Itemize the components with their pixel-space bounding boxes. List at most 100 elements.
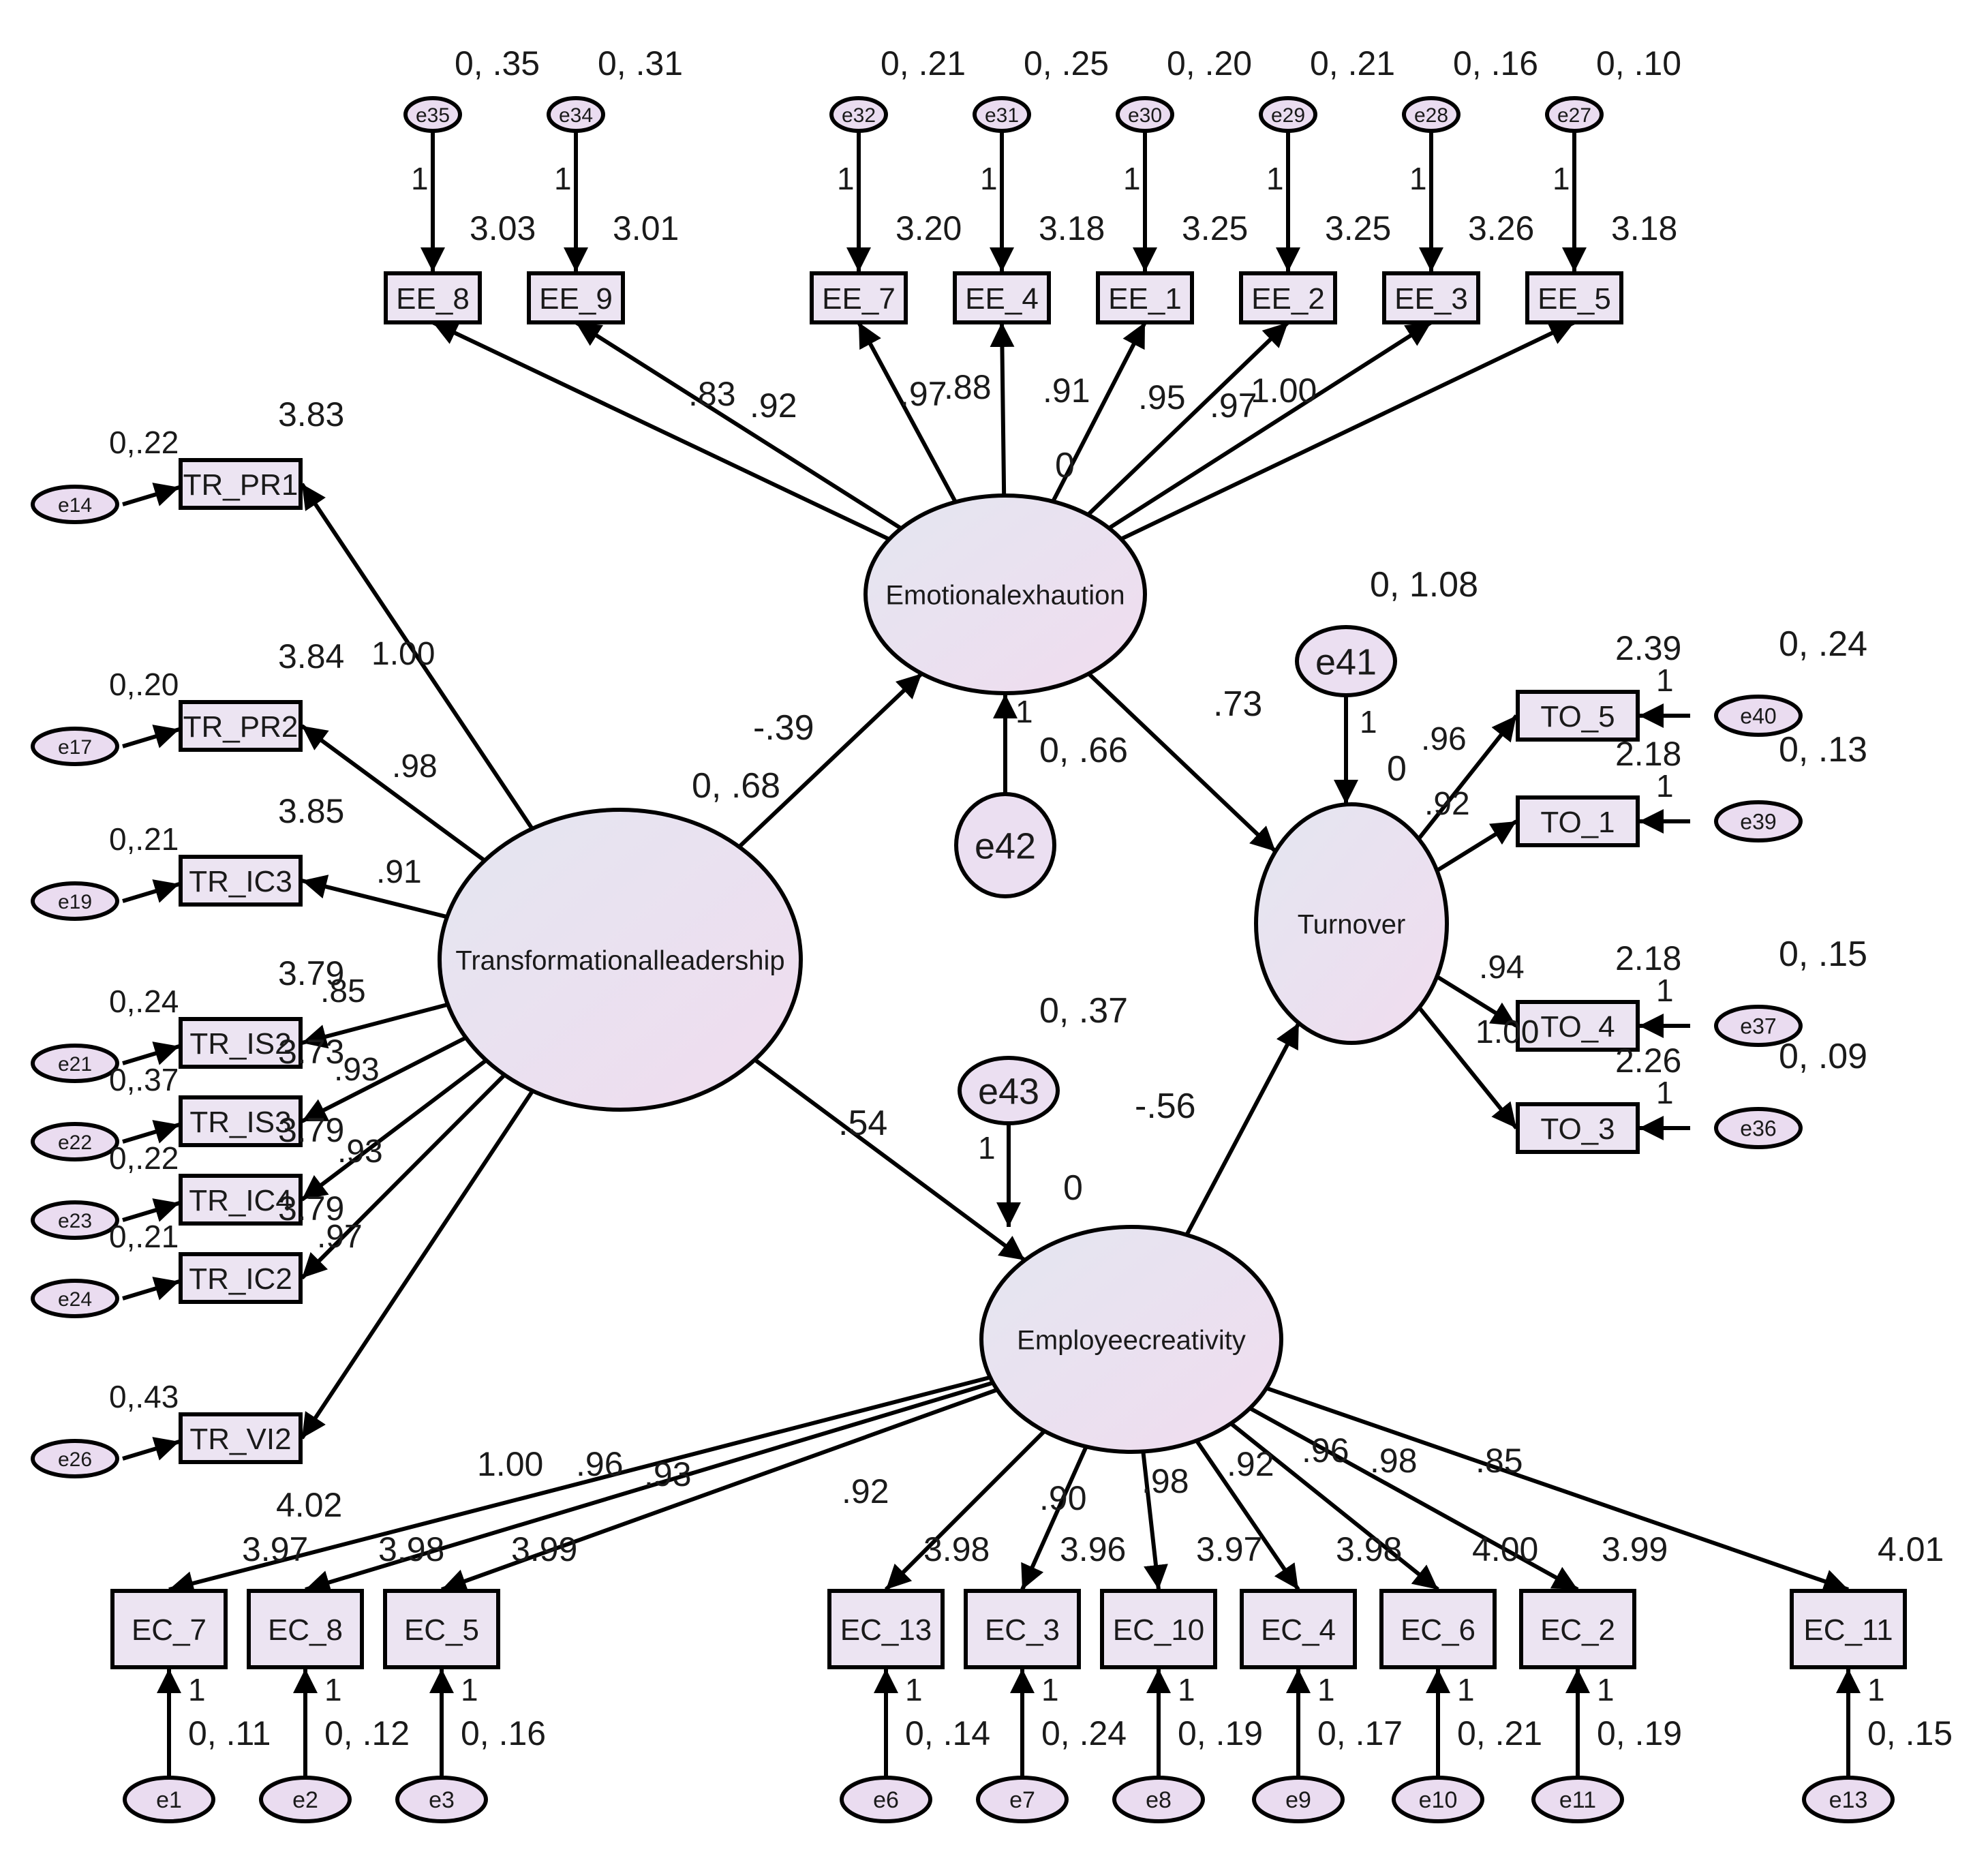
- error-ee-4: [1116, 96, 1174, 133]
- loading-ec-0: [168, 1375, 991, 1596]
- indicator-ec-7: [1379, 1589, 1497, 1669]
- indicator-ec-5-label: EC_10: [1113, 1613, 1205, 1647]
- error-tl-1: [31, 727, 119, 766]
- error-variance-tl-1: 0,.20: [109, 667, 179, 702]
- intercept-tl-3: 3.79: [278, 954, 344, 992]
- error-tl-2-label: e19: [58, 891, 92, 913]
- loading-ee-5: [1086, 320, 1290, 517]
- indicator-ee-1-label: EE_9: [539, 282, 613, 316]
- error-tl-6-label: e24: [58, 1288, 92, 1311]
- path-tl-ee: [737, 672, 923, 849]
- weight-ec-7: 1: [1457, 1672, 1475, 1707]
- indicator-ec-1: [247, 1589, 364, 1669]
- weight-ec-8: 1: [1597, 1672, 1615, 1707]
- loading-label-ee-7: 1.00: [1251, 371, 1317, 410]
- loading-ec-9: [1266, 1386, 1849, 1594]
- error-ee-2: [829, 96, 888, 133]
- loading-tl-0: [300, 483, 534, 830]
- indicator-ec-1-label: EC_8: [268, 1613, 343, 1647]
- error-ec-0-label: e1: [156, 1787, 182, 1813]
- error-tl-4: [31, 1122, 119, 1161]
- intercept-to-3: 2.26: [1615, 1042, 1681, 1080]
- error-path-tl-3: [122, 1042, 180, 1065]
- indicator-tl-6: [179, 1252, 303, 1304]
- path-label-ec-to: -.56: [1135, 1086, 1196, 1126]
- latent-transformational-leadership-label: Transformationalleadership: [455, 945, 784, 975]
- indicator-to-2-label: TO_4: [1540, 1010, 1615, 1044]
- error-variance-ec-0: 0, .11: [188, 1714, 271, 1752]
- error-ec-1: [259, 1776, 352, 1823]
- error-variance-tl-3: 0,.24: [109, 984, 179, 1019]
- variance-label-e41: 0, 1.08: [1370, 565, 1478, 605]
- indicator-ee-2-label: EE_7: [822, 282, 896, 316]
- indicator-tl-6-label: TR_IC2: [189, 1262, 292, 1296]
- loading-label-ec-5: .98: [1142, 1462, 1189, 1500]
- loading-tl-2: [301, 875, 448, 920]
- error-ec-2-label: e3: [429, 1787, 455, 1813]
- loading-label-tl-3: .85: [320, 973, 366, 1009]
- loading-tl-3: [301, 1002, 448, 1049]
- loading-ec-4: [1020, 1446, 1088, 1591]
- indicator-tl-1: [179, 700, 303, 752]
- intercept-ee-5: 3.25: [1325, 209, 1391, 247]
- latent-turnover-label: Turnover: [1298, 909, 1406, 939]
- loading-ee-2: [857, 321, 958, 503]
- indicator-ec-2-label: EC_5: [404, 1613, 479, 1647]
- error-variance-ee-0: 0, .35: [455, 44, 540, 82]
- variance-label-e43: 0, .37: [1039, 991, 1128, 1031]
- error-ec-5-label: e8: [1146, 1787, 1172, 1813]
- indicator-ec-2: [383, 1589, 500, 1669]
- error-tl-5: [31, 1200, 119, 1240]
- loading-label-tl-1: .98: [392, 748, 438, 785]
- loading-label-ec-3: .92: [842, 1472, 889, 1510]
- weight-ec-1: 1: [324, 1672, 342, 1707]
- path-ec-to: [1184, 1022, 1301, 1236]
- indicator-tl-2-label: TR_IC3: [189, 865, 292, 898]
- error-ec-2: [395, 1776, 488, 1823]
- weight-ee-3: 1: [980, 161, 998, 196]
- weight-e43: 1: [978, 1130, 996, 1166]
- indicator-tl-4-label: TR_IS3: [189, 1106, 291, 1139]
- intercept-tl-2: 3.85: [278, 792, 344, 830]
- error-to-2-label: e37: [1740, 1014, 1776, 1039]
- intercept-ee-0: 3.03: [470, 209, 536, 247]
- error-path-tl-0: [122, 483, 180, 506]
- error-variance-ec-7: 0, .21: [1457, 1714, 1542, 1752]
- error-tl-2: [31, 881, 119, 921]
- error-variance-to-0: 0, .24: [1779, 624, 1867, 664]
- intercept-tl-4: 3.73: [278, 1033, 344, 1071]
- loading-label-ec-1: .96: [576, 1445, 624, 1483]
- error-ec-6: [1252, 1776, 1345, 1823]
- error-ee-1: [547, 96, 605, 133]
- indicator-ee-1: [527, 271, 625, 324]
- latent-emotional-exhaustion-label: Emotionalexhaution: [885, 580, 1125, 610]
- weight-ec-5: 1: [1178, 1672, 1195, 1707]
- indicator-tl-0-label: TR_PR1: [183, 468, 299, 502]
- error-tl-3: [31, 1044, 119, 1083]
- error-path-tl-5: [122, 1198, 180, 1222]
- weight-ec-2: 1: [461, 1672, 478, 1707]
- loading-label-ee-4: .91: [1043, 371, 1090, 410]
- error-ec-4-label: e7: [1009, 1787, 1035, 1813]
- error-tl-1-label: e17: [58, 736, 92, 759]
- error-to-0: [1714, 695, 1803, 737]
- error-variance-to-1: 0, .13: [1779, 730, 1867, 770]
- path-label-tl-ee: -.39: [753, 708, 814, 748]
- error-variance-ec-4: 0, .24: [1041, 1714, 1127, 1752]
- indicator-tl-7: [179, 1412, 303, 1464]
- error-ec-7-label: e10: [1419, 1787, 1458, 1813]
- error-ee-0-label: e35: [416, 104, 450, 127]
- error-variance-tl-6: 0,.21: [109, 1219, 179, 1254]
- indicator-tl-3-label: TR_IS2: [189, 1027, 291, 1061]
- indicator-tl-4: [179, 1095, 303, 1147]
- indicator-ee-6-label: EE_3: [1394, 282, 1468, 316]
- intercept-ec-7: 4.00: [1472, 1530, 1538, 1568]
- error-ec-9-label: e13: [1829, 1787, 1868, 1813]
- path-label-tl-ec: .54: [838, 1104, 887, 1143]
- error-variance-tl-7: 0,.43: [109, 1379, 179, 1414]
- error-path-tl-2: [122, 879, 180, 903]
- path-tl-ec: [753, 1058, 1026, 1262]
- error-variance-ec-5: 0, .19: [1178, 1714, 1263, 1752]
- intercept-label-ee: 0: [1055, 446, 1075, 485]
